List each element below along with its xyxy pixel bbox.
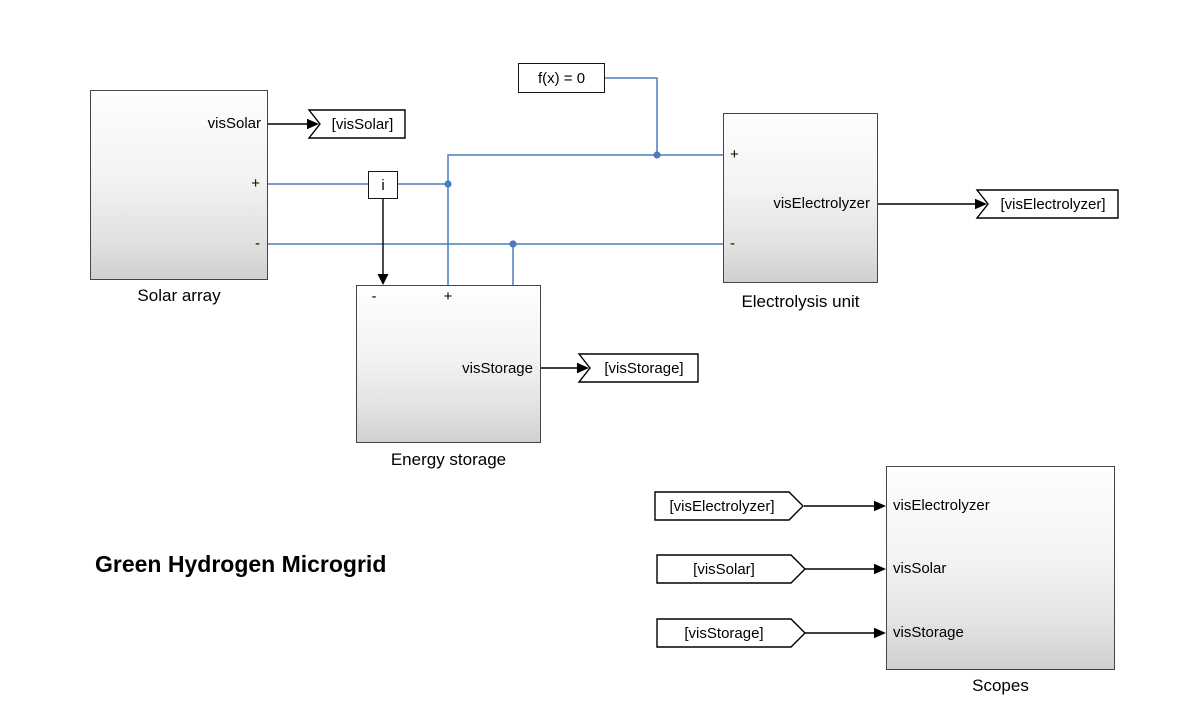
current-sensor-block[interactable]: i [368,171,398,199]
solver-block[interactable]: f(x) = 0 [518,63,605,93]
electrolysis-minus-port-label: - [730,235,735,252]
goto-visstorage-shape[interactable] [577,353,699,383]
model-title: Green Hydrogen Microgrid [95,551,387,577]
goto-viselectrolyzer-label[interactable]: [visElectrolyzer] [1000,195,1106,213]
electrolysis-unit-block[interactable] [723,113,878,283]
tag-shapes [307,109,1119,648]
wire-junction-dots [444,151,661,248]
current-sensor-label: i [381,176,385,194]
solar-plus-port-label: + [251,175,260,192]
goto-vissolar-label[interactable]: [visSolar] [331,115,394,133]
arrowhead [975,198,987,210]
arrowhead [577,362,589,374]
from-visstorage-label[interactable]: [visStorage] [684,624,764,642]
wire-plus-rail [447,154,723,285]
solar-array-block[interactable] [90,90,268,280]
from-viselectrolyzer-shape[interactable] [654,491,804,521]
scopes-visstorage-port-label: visStorage [893,624,964,641]
energy-storage-block[interactable] [356,285,541,443]
scopes-vissolar-port-label: visSolar [893,560,947,577]
solar-vissolar-port-label: visSolar [207,115,261,132]
goto-vissolar-shape[interactable] [307,109,406,139]
arrowhead [874,627,886,639]
storage-minus-port-label: - [371,288,377,305]
from-vissolar-label[interactable]: [visSolar] [693,560,755,578]
scopes-name: Scopes [972,676,1029,695]
from-visstorage-shape[interactable] [656,618,806,648]
electrolysis-unit-name: Electrolysis unit [741,292,860,311]
from-viselectrolyzer-label[interactable]: [visElectrolyzer] [669,497,775,515]
junction-dot [653,151,661,159]
arrowhead [874,563,886,575]
junction-dot [509,240,517,248]
arrowhead [307,118,319,130]
storage-plus-port-label: + [443,288,453,305]
scopes-block[interactable] [886,466,1115,670]
energy-storage-name: Energy storage [390,450,507,469]
signal-wires[interactable] [268,123,976,634]
arrowhead [874,500,886,512]
electrolysis-viselectrolyzer-port-label: visElectrolyzer [773,195,870,212]
physical-wires[interactable] [268,77,723,285]
scopes-viselectrolyzer-port-label: visElectrolyzer [893,497,990,514]
goto-viselectrolyzer-shape[interactable] [975,189,1119,219]
wire-solver-drop [605,77,658,155]
solver-label: f(x) = 0 [537,69,586,87]
electrolysis-plus-port-label: + [730,146,739,163]
junction-dot [444,180,452,188]
signal-arrowheads [307,118,987,639]
solar-minus-port-label: - [255,235,260,252]
storage-visstorage-port-label: visStorage [462,360,533,377]
arrowhead [377,274,389,285]
goto-visstorage-label[interactable]: [visStorage] [604,359,684,377]
solar-array-name: Solar array [137,286,221,305]
from-vissolar-shape[interactable] [656,554,806,584]
